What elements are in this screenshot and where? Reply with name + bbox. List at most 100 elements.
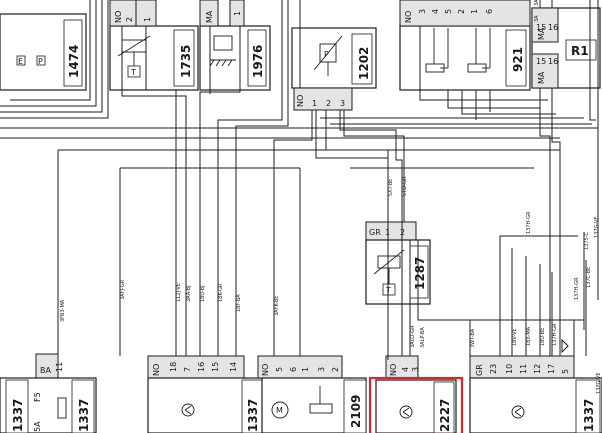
- symbol-e: E: [18, 57, 23, 66]
- pin-r1-15a: 15: [536, 23, 546, 32]
- component-2227[interactable]: NO 4 3 2227: [368, 355, 464, 433]
- pin-2109-3: 3: [317, 367, 326, 372]
- component-1202: P 1202 NO 1 2 3: [291, 27, 377, 111]
- component-1337-fuse: BA 11 1337 5A F5 1337: [0, 353, 97, 433]
- connector-r1-a: MA: [537, 27, 546, 40]
- connector-r1-b: MA: [537, 71, 546, 84]
- pin-1337-12: 12: [533, 364, 542, 374]
- pin-1202-2: 2: [326, 99, 331, 108]
- component-id-1337-c: 1337: [246, 399, 260, 432]
- wire-label-18k: 18K-GR: [218, 283, 224, 302]
- pin-1337-11: 11: [55, 362, 64, 372]
- wire-label-3afk: 3AFK-BE: [274, 296, 280, 316]
- component-1337-right: GR 23 10 11 12 17 5 1337: [469, 355, 602, 433]
- pin-921-1: 1: [470, 9, 479, 14]
- wire-label-18f: 18F-BA: [236, 294, 242, 312]
- pin-1976-1: 1: [233, 11, 242, 16]
- wire-label-1375: 1375-C: [584, 231, 590, 250]
- wire-label-3aa: 3AA-BJ: [186, 285, 192, 302]
- wire-label-3a-2: 3A: [534, 15, 540, 22]
- connector-1337-a: BA: [40, 366, 51, 375]
- wire-label-137g-b: 137G-VE: [596, 372, 602, 394]
- pin-1337-23: 23: [489, 364, 498, 374]
- symbol-m: M: [276, 406, 283, 415]
- ecu-icon-2227: [399, 405, 413, 419]
- component-id-r1: R1: [571, 44, 589, 58]
- wire-label-3a-1: 3A: [534, 0, 540, 6]
- fuse-icon: [57, 397, 67, 419]
- component-id-1337-a: 1337: [11, 399, 25, 432]
- pin-1337-7: 7: [183, 367, 192, 372]
- component-1735: NO 2 1 T 1735: [109, 0, 199, 91]
- wire-label-3fb3: 3FB3-MA: [60, 299, 66, 322]
- component-r1: MA 15 16 MA 15 16 R1: [531, 7, 601, 89]
- pin-921-4: 4: [431, 9, 440, 14]
- component-id-1202: 1202: [357, 47, 371, 80]
- pin-1337-10: 10: [505, 364, 514, 374]
- pin-2109-1: 1: [301, 367, 310, 372]
- wire-label-18x: 18X-MA: [526, 326, 532, 346]
- pin-1337-17: 17: [547, 364, 556, 374]
- pin-921-2: 2: [457, 9, 466, 14]
- fuse-label: F5: [33, 392, 42, 402]
- pin-921-3: 3: [418, 9, 427, 14]
- component-id-1337-b: 1337: [77, 399, 91, 432]
- pin-2109-5: 5: [275, 367, 284, 372]
- component-1976: MA 1 1976: [199, 0, 271, 91]
- symbol-t-1735: T: [130, 68, 136, 77]
- connector-1976: MA: [205, 10, 214, 23]
- component-1337-ecu: NO 18 7 16 15 14 1337: [147, 355, 263, 433]
- component-2109: NO 5 6 1 3 2 M 2109: [257, 355, 367, 433]
- wire-label-137g: 137G-VE: [594, 216, 600, 238]
- potentiometer-icon: [309, 403, 333, 414]
- component-1474: E P 1474: [0, 13, 87, 91]
- connector-1287: GR: [369, 228, 381, 237]
- wire-label-18u: 18U-BJ: [200, 285, 206, 302]
- component-1287: GR 1 2 T 1287: [365, 221, 431, 305]
- wire-label-18v: 18V-VE: [512, 328, 518, 346]
- component-921: NO 3 4 5 2 1 6 921: [399, 0, 531, 91]
- wire-label-137c: 137C-BE: [586, 267, 592, 288]
- pin-1202-1: 1: [312, 99, 317, 108]
- connector-921: NO: [404, 11, 413, 23]
- wire-label-3alo: 3ALO-GR: [410, 325, 416, 348]
- component-id-1337-d: 1337: [582, 399, 596, 432]
- wire-label-3wt: 3WT-BA: [470, 328, 476, 348]
- wire-label-112: 112J-VE: [176, 283, 182, 302]
- wire-labels: 3FB3-MA 3AFJ-GR 112J-VE 3AA-BJ 18U-BJ 18…: [60, 0, 602, 394]
- pin-921-5: 5: [444, 9, 453, 14]
- connector-2227: NO: [389, 364, 398, 376]
- component-id-921: 921: [511, 47, 525, 72]
- pin-1202-3: 3: [340, 99, 345, 108]
- component-id-1474: 1474: [67, 45, 81, 78]
- ecu-icon: [181, 403, 195, 417]
- wire-label-3alp: 3ALP-BA: [420, 327, 426, 348]
- pin-1287-2: 2: [400, 228, 405, 237]
- pin-r1-16b: 16: [548, 57, 558, 66]
- pin-1735-2: 2: [125, 17, 134, 22]
- component-id-1735: 1735: [179, 45, 193, 78]
- motor-icon: [271, 401, 289, 419]
- pin-1337-15: 15: [211, 362, 220, 372]
- component-id-1976: 1976: [251, 45, 265, 78]
- wire-label-137h-b: 137H-GR: [574, 277, 580, 300]
- highlight-box: [368, 376, 464, 433]
- pin-1337-11b: 11: [519, 364, 528, 374]
- pin-2227-3: 3: [411, 367, 420, 372]
- fuse-rating: 5A: [33, 421, 42, 432]
- connector-2109: NO: [261, 364, 270, 376]
- pin-2109-2: 2: [331, 367, 340, 372]
- wire-label-5xt: 5XT-BE: [388, 179, 394, 196]
- ecu-icon-right: [511, 405, 525, 419]
- component-id-2227: 2227: [438, 399, 452, 432]
- pin-1337-18: 18: [169, 362, 178, 372]
- connector-1337-c: GR: [475, 364, 484, 376]
- connector-1337-b: NO: [152, 364, 161, 376]
- wire-label-5td: 5TD-GR: [402, 176, 408, 196]
- pin-1735-1: 1: [143, 17, 152, 22]
- pin-921-6: 6: [485, 9, 494, 14]
- component-id-1287: 1287: [413, 257, 427, 290]
- wires: [0, 0, 599, 360]
- symbol-p: P: [38, 57, 43, 66]
